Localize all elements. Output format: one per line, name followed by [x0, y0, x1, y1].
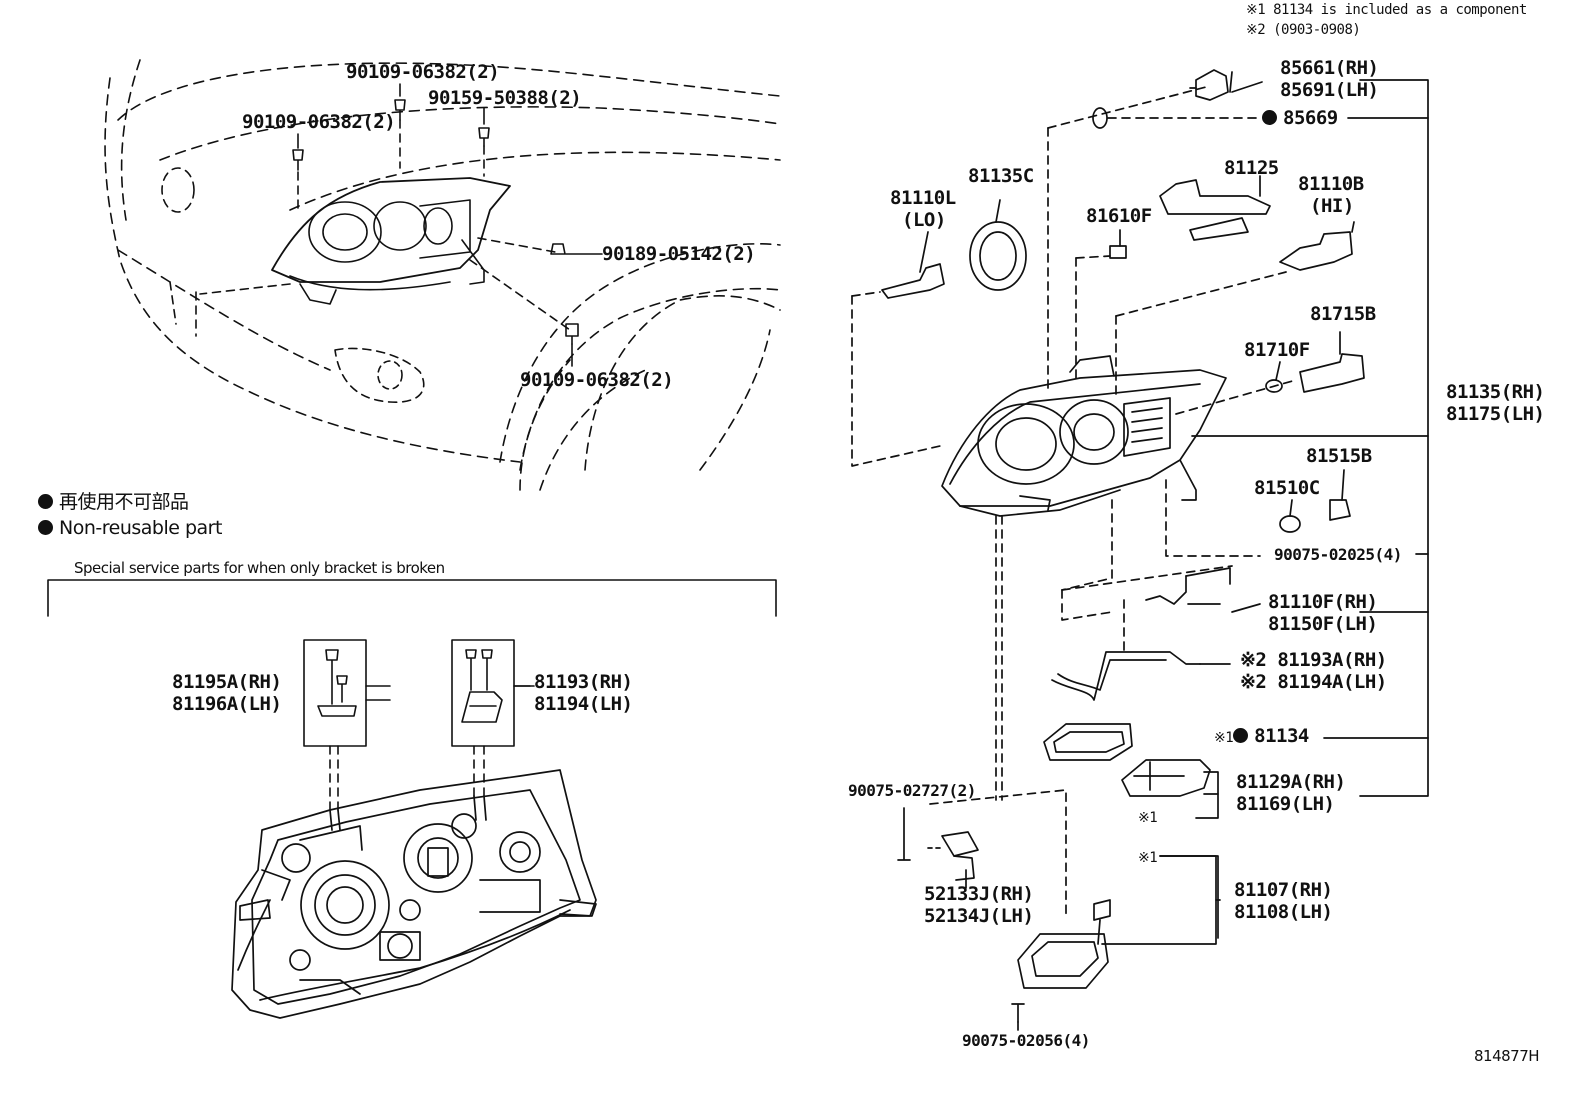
legend-en-text: Non-reusable part: [59, 517, 222, 539]
part-label-computer-lh[interactable]: 81108(LH): [1234, 901, 1333, 923]
part-label-bracket-right-lh[interactable]: 81194(LH): [534, 693, 633, 715]
special-service-title: Special service parts for when only brac…: [74, 559, 445, 577]
part-label-bulb-bracket[interactable]: 81715B: [1310, 303, 1376, 325]
legend-jp-text: 再使用不可部品: [59, 491, 189, 513]
non-reusable-dot-icon: [1262, 110, 1277, 125]
gasket-mark: ※1: [1214, 730, 1234, 746]
part-label-lo-bulb[interactable]: 81110L: [890, 187, 956, 209]
harness-mark: ※2: [1240, 649, 1267, 671]
part-label-bulb-c[interactable]: 81510C: [1254, 477, 1320, 499]
part-label-socket-rh[interactable]: 85661(RH): [1280, 57, 1379, 79]
part-label-hi-bulb[interactable]: 81110B: [1298, 173, 1364, 195]
part-label-wire-rh[interactable]: 81110F(RH): [1268, 591, 1378, 613]
harness-lh-number: 81194A(LH): [1277, 671, 1387, 693]
part-label-connector-rh[interactable]: 52133J(RH): [924, 883, 1034, 905]
legend-non-reusable-en: Non-reusable part: [38, 518, 222, 539]
part-label-headlamp-rh[interactable]: 81135(RH): [1446, 381, 1545, 403]
part-label-screw-4[interactable]: 90075-02025(4): [1274, 545, 1402, 564]
non-reusable-dot-icon: [38, 494, 53, 509]
part-label-small-bulb[interactable]: 81610F: [1086, 205, 1152, 227]
part-label-socket-b[interactable]: 81515B: [1306, 445, 1372, 467]
note-date-range: ※2 (0903-0908): [1246, 22, 1361, 38]
part-label-mount-clip[interactable]: 90159-50388(2): [428, 87, 582, 109]
headlamp-rear-drawing: [231, 769, 597, 1019]
part-label-headlamp-lh[interactable]: 81175(LH): [1446, 403, 1545, 425]
ballast-mark: ※1: [1138, 810, 1158, 826]
part-label-mount-nut[interactable]: 90189-05142(2): [602, 243, 756, 265]
part-label-gasket[interactable]: ※1 81134: [1214, 726, 1309, 749]
part-label-ballast-lh[interactable]: 81169(LH): [1236, 793, 1335, 815]
part-label-bracket-left-rh[interactable]: 81195A(RH): [172, 671, 282, 693]
diagram-id: 814877H: [1474, 1047, 1540, 1065]
note-included-component: ※1 81134 is included as a component: [1246, 2, 1527, 18]
part-label-screw-bottom[interactable]: 90075-02056(4): [962, 1031, 1090, 1050]
part-label-oring[interactable]: 85669: [1262, 108, 1338, 129]
computer-mark: ※1: [1138, 850, 1158, 866]
part-label-computer-rh[interactable]: 81107(RH): [1234, 879, 1333, 901]
part-label-mount-screw-left[interactable]: 90109-06382(2): [242, 111, 396, 133]
part-label-lo-sub: (LO): [902, 209, 946, 231]
part-label-mount-screw-top[interactable]: 90109-06382(2): [346, 61, 500, 83]
non-reusable-dot-icon: [1233, 728, 1249, 743]
part-label-cap[interactable]: 81135C: [968, 165, 1034, 187]
part-label-wire-lh[interactable]: 81150F(LH): [1268, 613, 1378, 635]
gasket-number: 81134: [1254, 725, 1309, 747]
part-label-hi-sub: (HI): [1310, 195, 1354, 217]
part-label-side-bulb[interactable]: 81710F: [1244, 339, 1310, 361]
part-label-harness-rh[interactable]: ※2 81193A(RH): [1240, 650, 1387, 671]
harness-mark: ※2: [1240, 671, 1267, 693]
part-label-bracket-left-lh[interactable]: 81196A(LH): [172, 693, 282, 715]
harness-rh-number: 81193A(RH): [1277, 649, 1387, 671]
legend-non-reusable-jp: 再使用不可部品: [38, 492, 189, 513]
oring-number: 85669: [1283, 107, 1338, 129]
part-label-ballast-rh[interactable]: 81129A(RH): [1236, 771, 1346, 793]
special-service-box: [47, 579, 777, 811]
car-front-drawing: [104, 59, 781, 491]
part-label-bulb-assy[interactable]: 81125: [1224, 157, 1279, 179]
part-label-screw-2[interactable]: 90075-02727(2): [848, 781, 976, 800]
part-label-mount-screw-bottom[interactable]: 90109-06382(2): [520, 369, 674, 391]
headlamp-assembly-drawing: [851, 69, 1429, 1031]
part-label-connector-lh[interactable]: 52134J(LH): [924, 905, 1034, 927]
part-label-bracket-right-rh[interactable]: 81193(RH): [534, 671, 633, 693]
part-label-socket-lh[interactable]: 85691(LH): [1280, 79, 1379, 101]
non-reusable-dot-icon: [38, 520, 53, 535]
part-label-harness-lh[interactable]: ※2 81194A(LH): [1240, 672, 1387, 693]
